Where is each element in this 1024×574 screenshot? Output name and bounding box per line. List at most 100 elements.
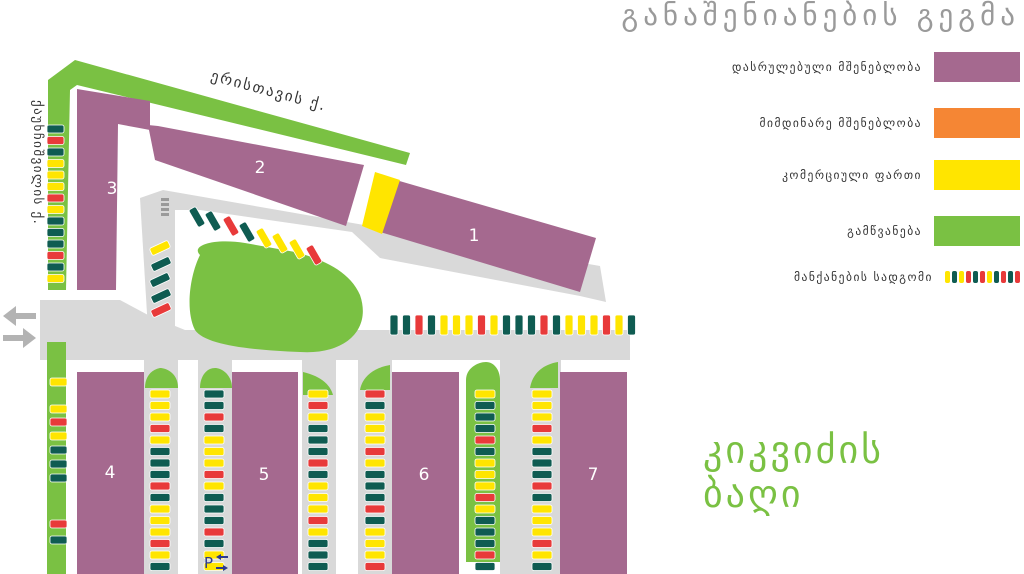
green-strip-top [48,60,410,290]
parked-car [203,424,225,433]
legend-swatch [934,108,1020,138]
legend-swatch [934,52,1020,82]
legend-cars-icon [945,262,1020,292]
parked-car [531,424,553,433]
parked-car [531,481,553,491]
parked-car [46,228,65,237]
building-label-6: 6 [419,465,430,485]
parked-car [149,562,171,571]
parked-car [474,493,496,502]
building-6 [392,372,459,574]
building-2 [148,125,364,226]
parked-car [602,314,611,336]
parked-car [203,401,225,410]
parked-car [531,550,553,560]
legend-label: გამწვანება [847,224,922,238]
parked-car [46,205,65,214]
street-label-left: ქაუხჩიშვილის ქ. [30,100,45,225]
parked-car [149,447,171,456]
parked-car [203,435,225,445]
parked-car [527,314,536,336]
parked-car [203,458,225,468]
parked-car [149,527,171,537]
building-3 [77,89,150,290]
parked-car [46,251,65,260]
parked-car [49,459,68,469]
parked-car [414,314,424,336]
parked-car [474,504,496,514]
parked-car [203,447,225,456]
parked-car [474,516,496,525]
parked-car [203,470,225,479]
parked-car [307,389,329,399]
parked-car [46,159,65,168]
parked-car [149,504,171,514]
green-bump-7 [530,362,558,388]
parked-car [46,182,65,191]
building-label-7: 7 [588,465,599,485]
parked-car [577,314,586,336]
building-5 [232,372,298,574]
parked-car [149,412,171,422]
parked-car [531,389,553,399]
green-bump-6 [360,365,390,390]
parked-car [564,314,574,336]
parked-car [477,314,486,336]
green-strip-left [47,342,66,574]
parked-car [474,550,496,560]
parked-car [149,458,171,468]
parked-car [149,389,171,399]
parked-car [49,535,68,545]
parked-car [452,314,461,336]
parking-sign-icon: P [204,554,228,572]
parked-car [489,314,499,336]
parked-car [531,447,553,456]
building-label-5: 5 [259,465,270,485]
parked-car [149,493,171,502]
parked-car [364,458,386,468]
legend-item: დასრულებული მშენებლობა [732,52,1020,82]
parked-car [531,493,553,502]
parked-car [531,539,553,548]
legend-item: გამწვანება [847,216,1020,246]
legend-label: დასრულებული მშენებლობა [732,60,922,74]
park-name: კიკვიძის ბაღი [703,428,884,516]
green-bump-5 [200,368,232,388]
parked-car [46,193,65,203]
parked-car [307,470,329,479]
building-label-4: 4 [105,463,116,483]
parked-car [364,516,386,525]
parked-car [150,302,172,318]
parked-car [49,445,68,455]
parked-car [203,412,225,422]
parked-car [203,539,225,548]
parked-car [307,504,329,514]
parked-car [614,314,624,336]
parked-car [364,562,386,571]
green-areas [47,60,558,574]
parked-car [46,239,65,249]
page-title: განაშენიანების გეგმა [621,0,1020,32]
parked-car [150,256,172,272]
parked-car [514,314,524,336]
parked-car [307,458,329,468]
parked-car [49,473,68,483]
parked-car [364,504,386,514]
parked-car [307,527,329,537]
legend-label: კომერციული ფართი [782,168,922,182]
parked-car [531,435,553,445]
parked-car [589,314,599,336]
parked-car [307,435,329,445]
parked-car [49,377,68,387]
parked-car [307,401,329,410]
parked-car [49,519,68,529]
parked-car [203,493,225,502]
parked-car [49,431,68,441]
parked-car [149,272,171,288]
entry-arrows-icon [3,306,36,348]
parked-car [149,240,171,256]
parked-car [474,481,496,491]
parked-car [474,424,496,433]
parked-car [204,210,222,232]
parked-car [46,136,65,145]
